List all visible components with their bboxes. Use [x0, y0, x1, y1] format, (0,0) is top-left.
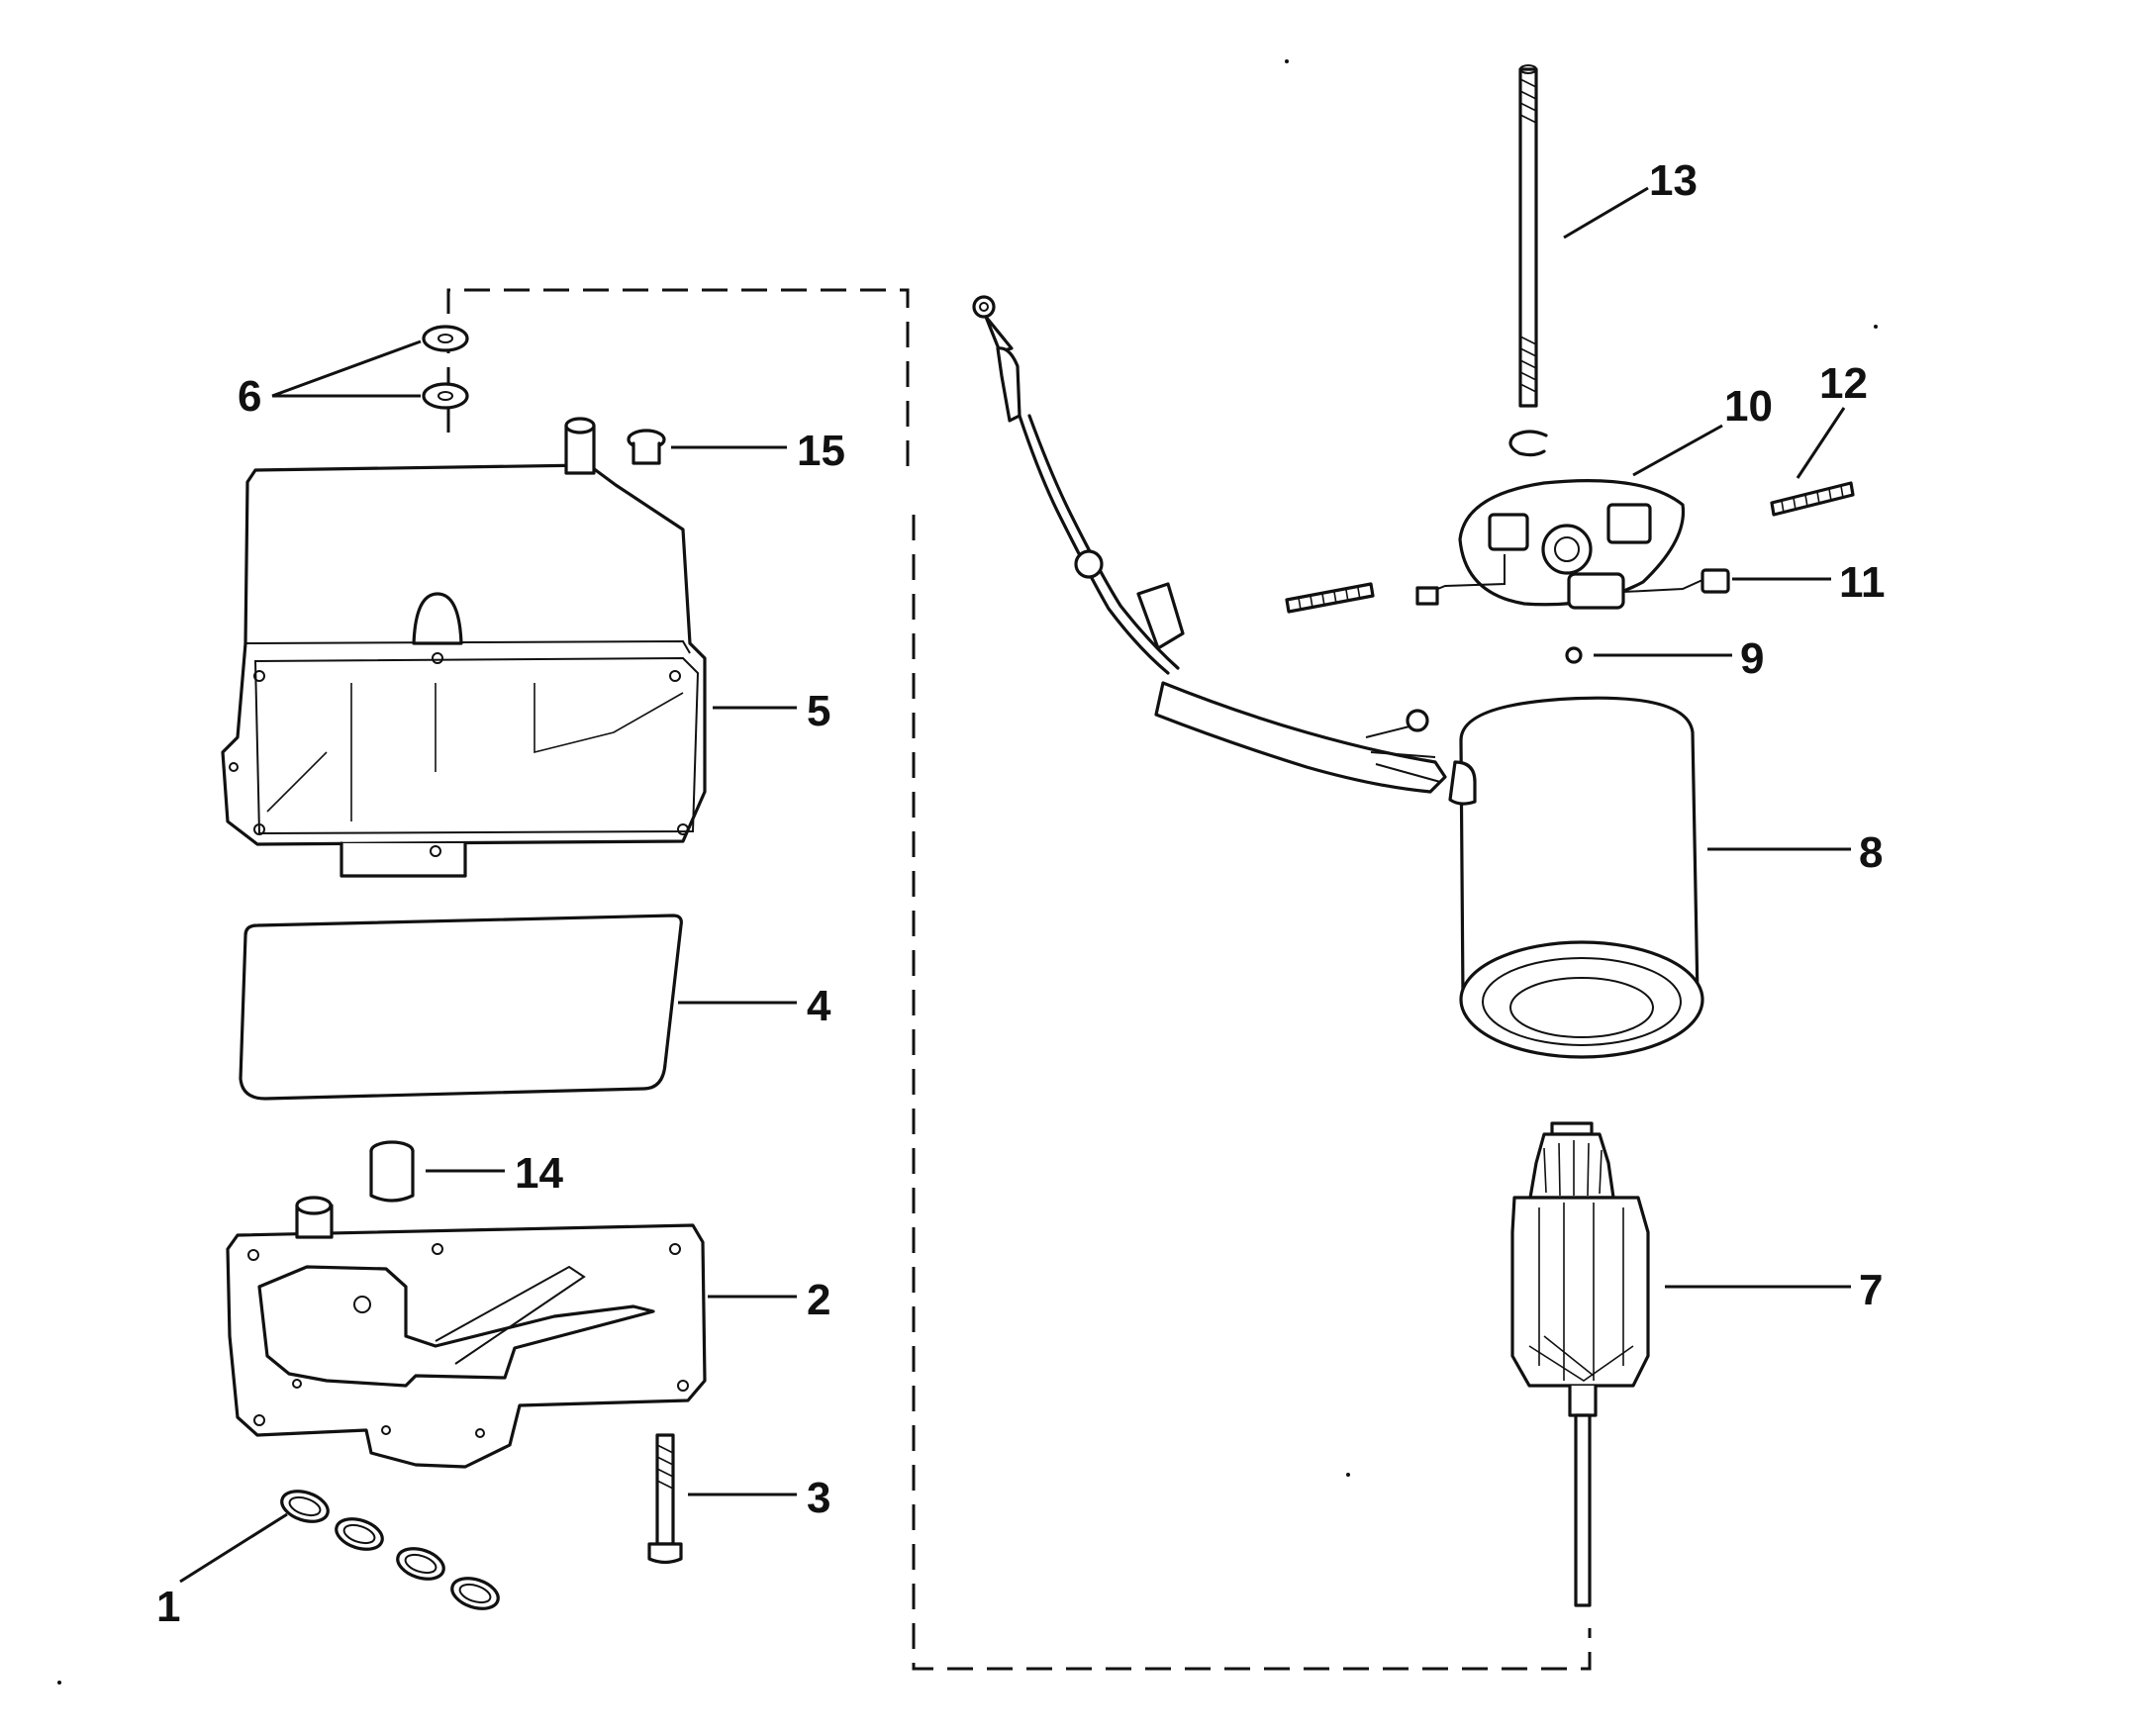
leader-lines — [179, 186, 1851, 1584]
callout-12: 12 — [1819, 359, 1868, 408]
part-13-through-bolt — [1518, 64, 1538, 408]
callout-8: 8 — [1859, 828, 1883, 877]
callout-13: 13 — [1649, 156, 1698, 205]
part-1-o-rings — [280, 1490, 500, 1610]
retaining-clip — [1508, 430, 1548, 457]
callout-10: 10 — [1724, 382, 1773, 431]
part-11-connector — [1701, 568, 1730, 594]
callout-labels: 6 15 5 4 14 2 3 1 13 10 12 11 9 8 7 — [156, 156, 1886, 1631]
callout-7: 7 — [1859, 1266, 1883, 1314]
part-5-housing — [221, 417, 707, 878]
callout-9: 9 — [1740, 634, 1764, 683]
callout-5: 5 — [807, 687, 830, 735]
callout-3: 3 — [807, 1474, 830, 1522]
callout-6: 6 — [238, 372, 261, 421]
part-15-plug — [627, 429, 666, 465]
callout-4: 4 — [807, 982, 831, 1030]
part-8-frame — [1448, 696, 1704, 1059]
part-10-brush-plate — [1415, 479, 1703, 610]
callout-15: 15 — [797, 427, 845, 475]
scan-specks — [57, 59, 1878, 1685]
callout-1: 1 — [156, 1583, 180, 1631]
cable-harness — [972, 295, 1447, 794]
part-14-bushing — [369, 1140, 415, 1203]
part-12-springs — [1285, 481, 1855, 614]
callout-2: 2 — [807, 1276, 830, 1324]
part-9-ball — [1565, 646, 1583, 664]
part-7-armature — [1510, 1121, 1650, 1607]
part-4-gasket — [239, 914, 683, 1101]
assembly-boundary-dashed-line — [446, 288, 1592, 1671]
callout-11: 11 — [1839, 558, 1886, 607]
part-3-screw — [647, 1433, 683, 1565]
part-6-washers — [422, 325, 469, 410]
part-2-cover — [226, 1196, 707, 1469]
callout-14: 14 — [515, 1149, 563, 1198]
